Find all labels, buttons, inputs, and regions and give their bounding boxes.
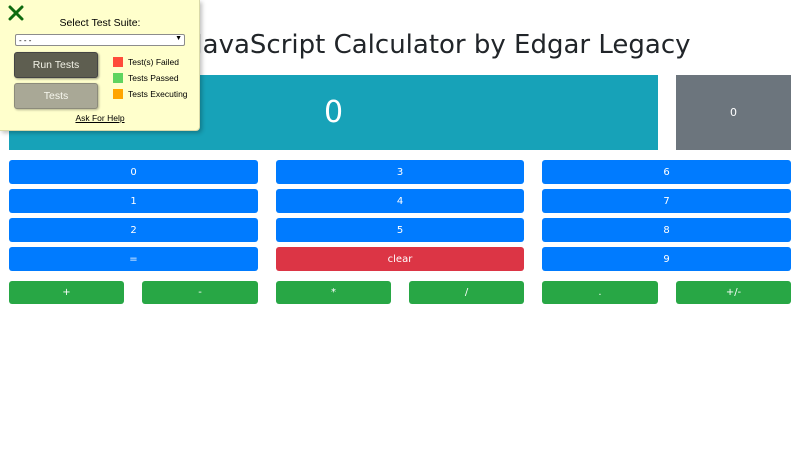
digit-0-button[interactable]: 0 — [9, 160, 258, 184]
digit-9-button[interactable]: 9 — [542, 247, 791, 271]
tests-button[interactable]: Tests — [14, 83, 98, 109]
ask-for-help-link[interactable]: Ask For Help — [75, 113, 125, 123]
legend-executing-label: Tests Executing — [128, 89, 188, 99]
minus-button[interactable]: - — [142, 281, 258, 304]
negate-button[interactable]: +/- — [676, 281, 791, 304]
legend-passed: Tests Passed — [113, 73, 179, 83]
chevron-down-icon: ▼ — [175, 35, 182, 42]
test-panel: Select Test Suite: - - - ▼ Run Tests Tes… — [0, 0, 200, 131]
digit-5-button[interactable]: 5 — [276, 218, 524, 242]
digit-1-button[interactable]: 1 — [9, 189, 258, 213]
legend-failed: Test(s) Failed — [113, 57, 179, 67]
legend-passed-label: Tests Passed — [128, 73, 179, 83]
failed-swatch-icon — [113, 57, 123, 67]
digit-8-button[interactable]: 8 — [542, 218, 791, 242]
digit-3-button[interactable]: 3 — [276, 160, 524, 184]
multiply-button[interactable]: * — [276, 281, 391, 304]
close-icon[interactable] — [8, 5, 24, 21]
plus-button[interactable]: + — [9, 281, 124, 304]
digit-7-button[interactable]: 7 — [542, 189, 791, 213]
test-suite-select-value: - - - — [19, 35, 32, 45]
test-suite-select[interactable]: - - - ▼ — [15, 34, 185, 46]
memory-display: 0 — [676, 75, 791, 150]
memory-value: 0 — [730, 106, 737, 119]
executing-swatch-icon — [113, 89, 123, 99]
legend-failed-label: Test(s) Failed — [128, 57, 180, 67]
decimal-button[interactable]: . — [542, 281, 658, 304]
passed-swatch-icon — [113, 73, 123, 83]
divide-button[interactable]: / — [409, 281, 524, 304]
display-value: 0 — [323, 95, 344, 130]
page-title: JavaScript Calculator by Edgar Legacy — [195, 30, 691, 60]
digit-6-button[interactable]: 6 — [542, 160, 791, 184]
digit-2-button[interactable]: 2 — [9, 218, 258, 242]
select-test-suite-label: Select Test Suite: — [59, 17, 141, 29]
clear-button[interactable]: clear — [276, 247, 524, 271]
digit-4-button[interactable]: 4 — [276, 189, 524, 213]
legend-executing: Tests Executing — [113, 89, 188, 99]
equals-button[interactable]: = — [9, 247, 258, 271]
run-tests-button[interactable]: Run Tests — [14, 52, 98, 78]
